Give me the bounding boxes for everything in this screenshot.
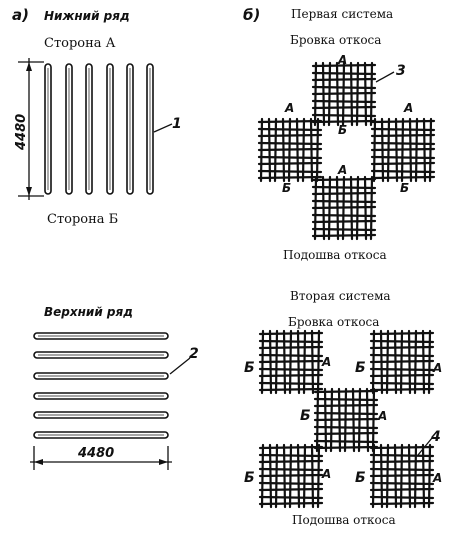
lower-row-side-a: Сторона А: [44, 36, 116, 51]
first-system-top-label: Бровка откоса: [290, 33, 381, 47]
mesh-label-b: Б: [338, 123, 347, 137]
part-a-marker: а): [12, 6, 29, 24]
vertical-rod: [85, 63, 93, 195]
upper-row-title: Верхний ряд: [44, 305, 133, 319]
horizontal-rod: [33, 411, 169, 419]
vertical-rod: [106, 63, 114, 195]
second-system-bottom-label: Подошва откоса: [292, 513, 396, 527]
horizontal-rod: [33, 332, 169, 340]
mesh-label-b: Б: [282, 181, 291, 195]
upper-row-rods: [33, 332, 169, 439]
horizontal-rod: [33, 392, 169, 400]
first-system-meshes: [257, 61, 436, 241]
mesh-grid: [311, 61, 377, 127]
horizontal-rod: [33, 431, 169, 439]
second-system-title: Вторая система: [290, 289, 391, 303]
vertical-rod: [126, 63, 134, 195]
mesh-label-b: Б: [300, 408, 311, 424]
lower-row-rods: [44, 63, 154, 195]
second-system-meshes: [258, 329, 435, 509]
mesh-label-a: А: [377, 409, 387, 423]
part-b-marker: б): [243, 6, 260, 24]
callout-4-leader: [417, 437, 433, 456]
mesh-label-a: А: [337, 53, 347, 67]
mesh-label-b: Б: [244, 470, 255, 486]
upper-row-dimension-value: 4480: [77, 446, 114, 461]
mesh-grid: [258, 443, 324, 509]
callout-4: 4: [430, 429, 441, 445]
mesh-label-a: А: [321, 355, 331, 369]
first-system-bottom-label: Подошва откоса: [283, 248, 387, 262]
lower-row-side-b: Сторона Б: [47, 212, 118, 227]
lower-row-dimension: 4480: [14, 58, 44, 200]
callout-1: 1: [172, 116, 182, 132]
lower-row-dimension-value: 4480: [14, 114, 29, 151]
mesh-grid: [257, 117, 323, 183]
vertical-rod: [44, 63, 52, 195]
mesh-label-a: А: [284, 101, 294, 115]
mesh-grid: [258, 329, 324, 395]
mesh-grid: [369, 329, 435, 395]
mesh-label-a: А: [321, 467, 331, 481]
callout-1-leader: [153, 123, 173, 133]
mesh-label-b: Б: [244, 360, 255, 376]
callout-2: 2: [189, 346, 199, 362]
mesh-label-a: А: [432, 471, 442, 485]
mesh-label-b: Б: [355, 470, 366, 486]
callout-3-leader: [375, 71, 395, 83]
mesh-label-a: А: [403, 101, 413, 115]
mesh-label-b: Б: [400, 181, 409, 195]
mesh-label-b: Б: [355, 360, 366, 376]
mesh-grid: [313, 387, 379, 453]
callout-3: 3: [396, 63, 406, 79]
horizontal-rod: [33, 351, 169, 359]
vertical-rod: [65, 63, 73, 195]
mesh-grid: [369, 443, 435, 509]
vertical-rod: [146, 63, 154, 195]
callout-2-leader: [169, 357, 191, 375]
second-system-top-label: Бровка откоса: [288, 315, 379, 329]
mesh-label-a: А: [337, 163, 347, 177]
mesh-label-a: А: [432, 361, 442, 375]
lower-row-title: Нижний ряд: [44, 9, 130, 23]
mesh-grid: [370, 117, 436, 183]
horizontal-rod: [33, 372, 169, 380]
first-system-title: Первая система: [291, 7, 393, 21]
mesh-grid: [311, 175, 377, 241]
upper-row-dimension: 4480: [30, 446, 172, 470]
